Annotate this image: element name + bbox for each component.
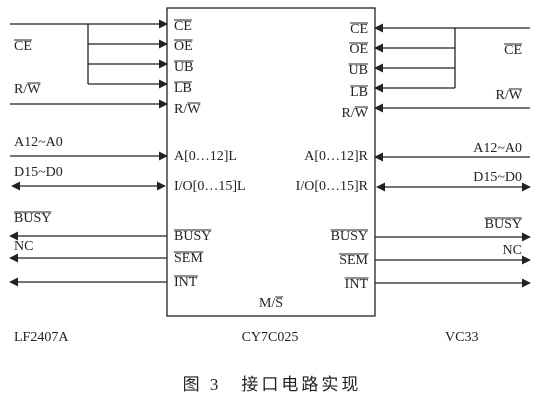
chip-left-pin-3: LB xyxy=(174,81,192,96)
right-signal-3: D15~D0 xyxy=(473,170,522,185)
right-signal-2: A12~A0 xyxy=(473,141,522,156)
right-wiring xyxy=(374,23,531,288)
figure-caption: 图 3 接口电路实现 xyxy=(183,375,362,394)
chip-left-pin-2: UB xyxy=(174,60,193,75)
chip-left-pin-9: INT xyxy=(174,275,198,290)
right-device-name: VC33 xyxy=(445,330,478,345)
chip-right-pin-6: I/O[0…15]R xyxy=(296,179,369,194)
chip-right-pin-9: INT xyxy=(345,277,369,292)
right-signal-5: NC xyxy=(503,243,522,258)
right-signal-4: BUSY xyxy=(485,217,522,232)
left-signal-2: A12~A0 xyxy=(14,135,63,150)
left-signal-5: NC xyxy=(14,239,33,254)
chip-right-pin-7: BUSY xyxy=(331,229,368,244)
chip-right-pin-5: A[0…12]R xyxy=(304,149,368,164)
left-signal-0: CE xyxy=(14,39,32,54)
left-signal-4: BUSY xyxy=(14,211,51,226)
chip-left-pin-1: OE xyxy=(174,39,193,54)
right-signal-0: CE xyxy=(504,43,522,58)
chip-right-pin-4: R/W xyxy=(342,106,369,121)
chip-left-pin-7: BUSY xyxy=(174,229,211,244)
right-signal-1: R/W xyxy=(496,88,523,103)
left-signal-3: D15~D0 xyxy=(14,165,63,180)
chip-left-pin-6: I/O[0…15]L xyxy=(174,179,246,194)
chip-bottom-pin: M/S xyxy=(259,296,283,311)
chip-body xyxy=(166,7,376,317)
left-device-name: LF2407A xyxy=(14,330,69,345)
chip-right-pin-8: SEM xyxy=(339,253,368,268)
chip-left-pin-4: R/W xyxy=(174,102,201,117)
chip-right-pin-0: CE xyxy=(350,22,368,37)
chip-left-pin-5: A[0…12]L xyxy=(174,149,237,164)
chip-left-pin-0: CE xyxy=(174,19,192,34)
chip-left-pin-8: SEM xyxy=(174,251,203,266)
left-signal-1: R/W xyxy=(14,82,41,97)
chip-right-pin-2: UB xyxy=(349,63,368,78)
chip-name: CY7C025 xyxy=(242,330,299,345)
left-wiring xyxy=(9,19,168,287)
chip-right-pin-1: OE xyxy=(349,42,368,57)
chip-right-pin-3: LB xyxy=(350,85,368,100)
